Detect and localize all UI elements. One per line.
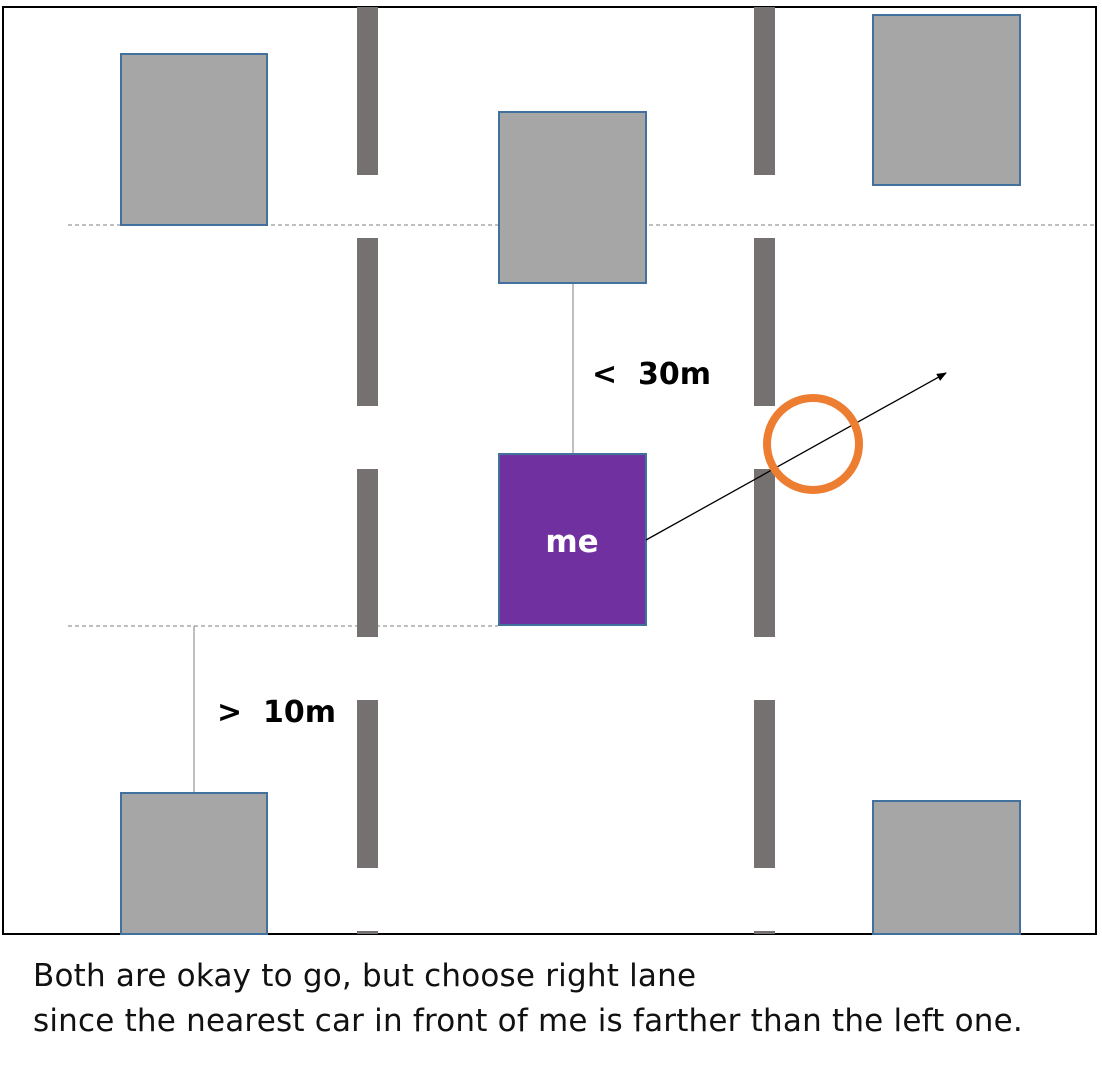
lane-dash [754,7,775,175]
lane-dash [357,7,378,175]
car-right-rear [872,800,1021,935]
lane-change-diagram: me < 30m > 10m [2,6,1097,935]
lane-marking-right [754,7,775,934]
rear-distance-label: > 10m [217,695,336,730]
car-center-front [498,111,647,284]
car-right-front [872,14,1021,186]
ego-car [498,453,647,626]
lane-dash [754,931,775,934]
lane-change-arrow [645,372,947,541]
caption-line-1: Both are okay to go, but choose right la… [33,958,697,994]
lane-dash [754,238,775,406]
caption-line-2: since the nearest car in front of me is … [33,1003,1023,1039]
crossing-highlight-circle [763,394,863,494]
lane-dash [754,469,775,637]
lane-dash [754,700,775,868]
lane-dash [357,931,378,934]
lane-marking-left [357,7,378,934]
front-distance-label: < 30m [592,357,711,392]
ego-car-label: me [545,524,598,560]
lane-dash [357,700,378,868]
lane-dash [357,469,378,637]
car-left-rear [120,792,268,935]
lane-dash [357,238,378,406]
car-left-front [120,53,268,226]
